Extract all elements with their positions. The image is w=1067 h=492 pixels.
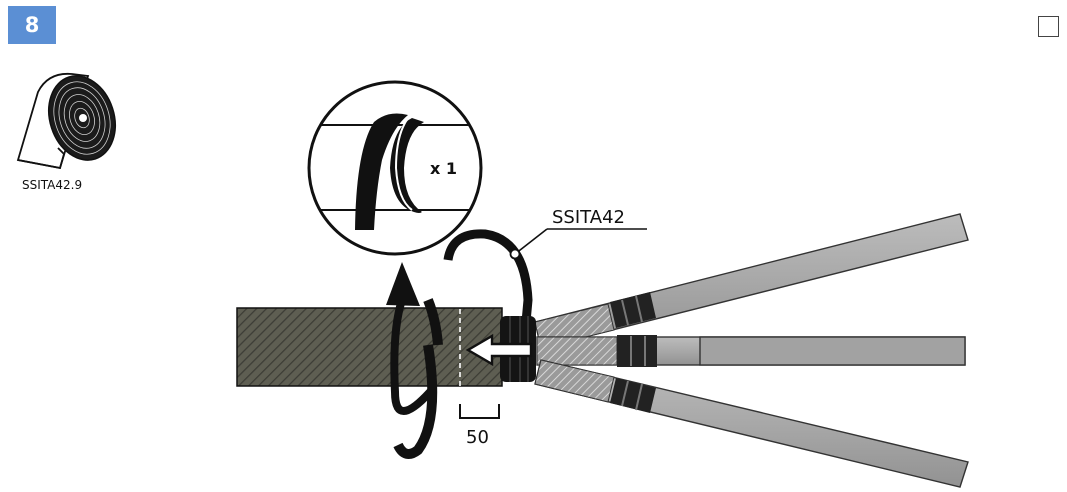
- tape-roll-icon: [16, 72, 116, 170]
- product-callout-label: SSITA42: [552, 207, 625, 228]
- step-checkbox[interactable]: [1038, 16, 1059, 37]
- rotation-arrow-icon: [386, 262, 443, 459]
- branch-cable-middle: [536, 335, 966, 367]
- wrap-count-label: x 1: [430, 159, 457, 178]
- product-callout: [509, 228, 647, 260]
- main-cable-jacket: [236, 307, 503, 387]
- branch-cable-upper: [534, 213, 969, 349]
- dimension-label: 50: [466, 427, 489, 448]
- step-number-badge: 8: [8, 6, 56, 44]
- dimension-bracket: [459, 404, 500, 419]
- detail-magnifier: [307, 80, 483, 256]
- tape-roll-label: SSITA42.9: [22, 178, 82, 192]
- direction-arrow-icon: [465, 333, 533, 367]
- branch-cable-lower: [534, 359, 969, 488]
